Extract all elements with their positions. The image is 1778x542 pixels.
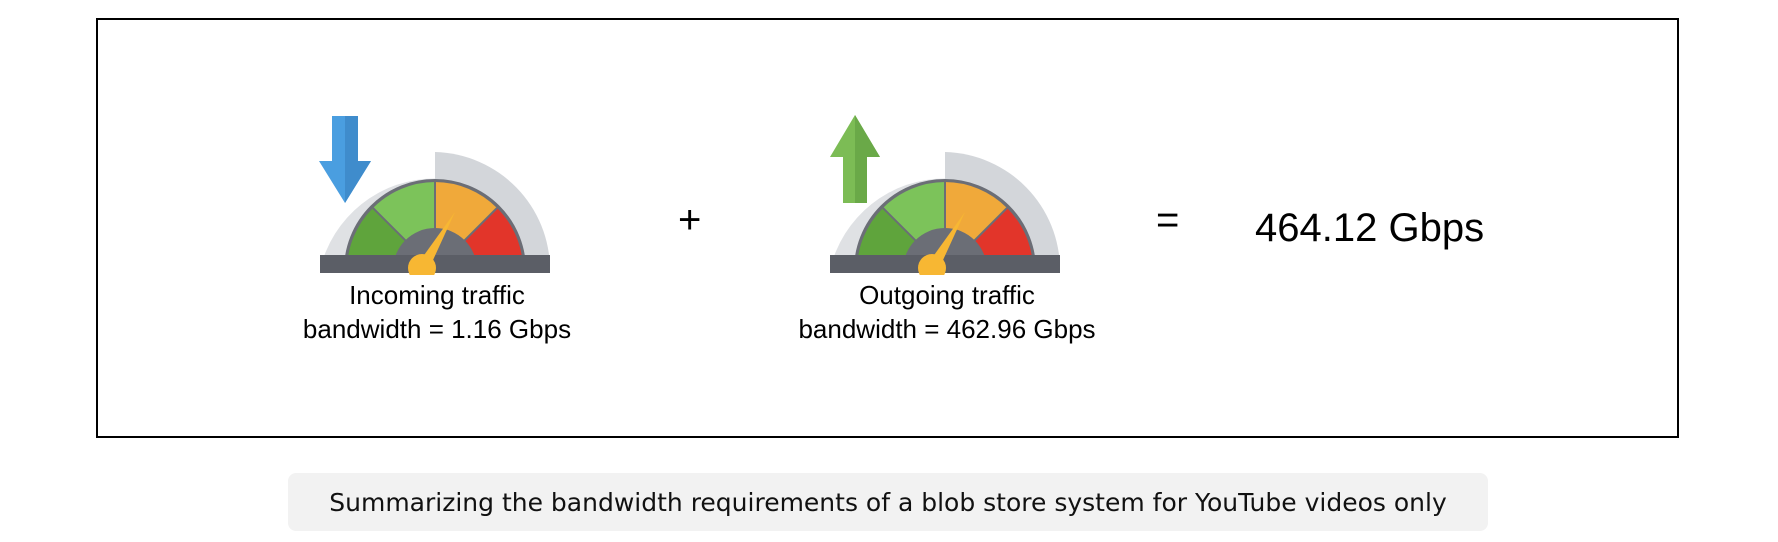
incoming-traffic-label: Incoming traffic bandwidth = 1.16 Gbps bbox=[303, 278, 571, 346]
equals-operator: = bbox=[1156, 198, 1180, 242]
download-arrow-shade bbox=[345, 116, 371, 203]
incoming-traffic-value: bandwidth = 1.16 Gbps bbox=[302, 314, 572, 344]
incoming-speedometer-icon bbox=[315, 115, 555, 275]
outgoing-speedometer-graphic bbox=[830, 115, 1060, 275]
outgoing-traffic-label: Outgoing traffic bandwidth = 462.96 Gbps bbox=[798, 278, 1095, 346]
figure-caption: Summarizing the bandwidth requirements o… bbox=[288, 473, 1488, 531]
outgoing-speedometer-icon bbox=[825, 115, 1065, 275]
gauge-needle-pivot bbox=[408, 254, 436, 275]
upload-arrow-shade bbox=[855, 115, 880, 203]
outgoing-traffic-value: bandwidth = 462.96 Gbps bbox=[798, 314, 1096, 344]
incoming-speedometer-graphic bbox=[319, 116, 550, 275]
incoming-traffic-title: Incoming traffic bbox=[349, 280, 525, 310]
plus-operator: + bbox=[678, 198, 702, 242]
outgoing-traffic-title: Outgoing traffic bbox=[859, 280, 1035, 310]
total-bandwidth: 464.12 Gbps bbox=[1255, 206, 1485, 250]
gauge-needle-pivot bbox=[918, 254, 946, 275]
diagram-frame bbox=[96, 18, 1679, 438]
